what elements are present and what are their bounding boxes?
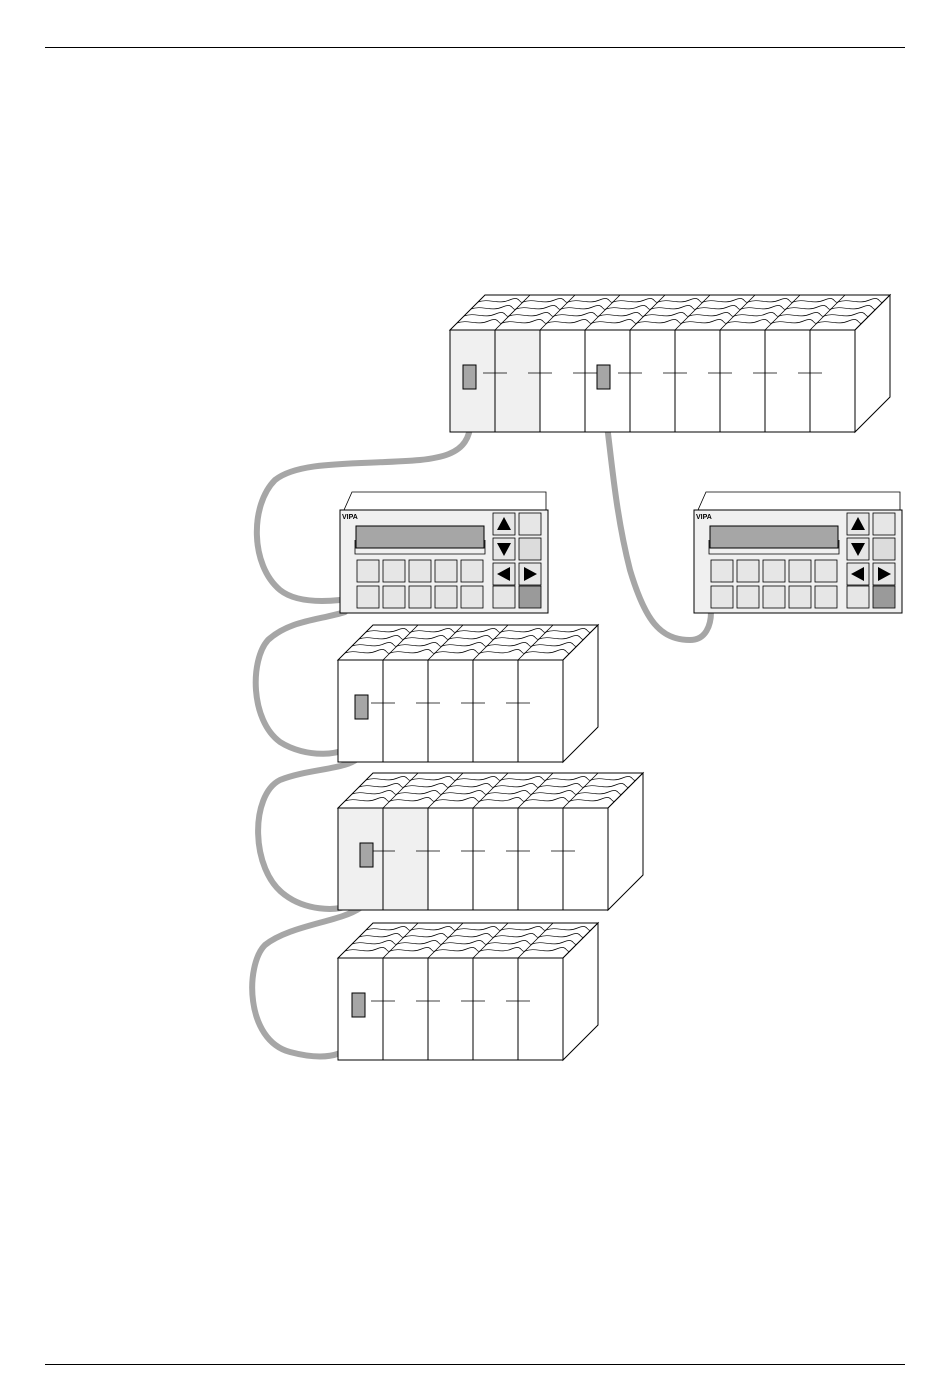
connector-port [355,695,368,719]
arrow-up-key [493,513,515,535]
enter-key [873,586,895,608]
function-key [737,560,759,582]
function-key [737,586,759,608]
function-key [383,560,405,582]
function-key [383,586,405,608]
function-key [461,586,483,608]
arrow-left-key [847,563,869,585]
function-key [711,560,733,582]
rack-2 [338,625,598,762]
side-key [873,513,895,535]
function-key [357,560,379,582]
function-key [409,586,431,608]
rack-front [338,958,563,1060]
function-key [461,560,483,582]
panel-top [344,492,546,510]
escape-key [847,586,869,608]
side-key [519,513,541,535]
function-key [763,560,785,582]
hmi-panel-left: VIPA [340,492,548,613]
arrow-left-key [493,563,515,585]
panel-brand: VIPA [342,514,358,521]
rack-front [338,660,563,762]
function-key [435,586,457,608]
connector-port [597,365,610,389]
arrow-right-key [873,563,895,585]
function-key [763,586,785,608]
arrow-down-key [493,538,515,560]
panel-display [710,526,838,548]
escape-key [493,586,515,608]
function-key [789,560,811,582]
rack-top [338,625,598,660]
rack-3 [338,773,643,910]
arrow-right-key [519,563,541,585]
enter-key [519,586,541,608]
hmi-panel-right: VIPA [694,492,902,613]
function-key [357,586,379,608]
main-rack [450,295,890,432]
side-key [519,538,541,560]
connector-port [352,993,365,1017]
arrow-down-key [847,538,869,560]
function-key [815,586,837,608]
function-key [711,586,733,608]
rack-top [338,923,598,958]
function-key [789,586,811,608]
function-key [815,560,837,582]
function-key [409,560,431,582]
panel-top [698,492,900,510]
side-key [873,538,895,560]
rack-4 [338,923,598,1060]
panel-display [356,526,484,548]
panel-brand: VIPA [696,514,712,521]
connector-port [360,843,373,867]
function-key [435,560,457,582]
arrow-up-key [847,513,869,535]
connector-port [463,365,476,389]
devices: VIPA VIPA [338,295,902,1060]
